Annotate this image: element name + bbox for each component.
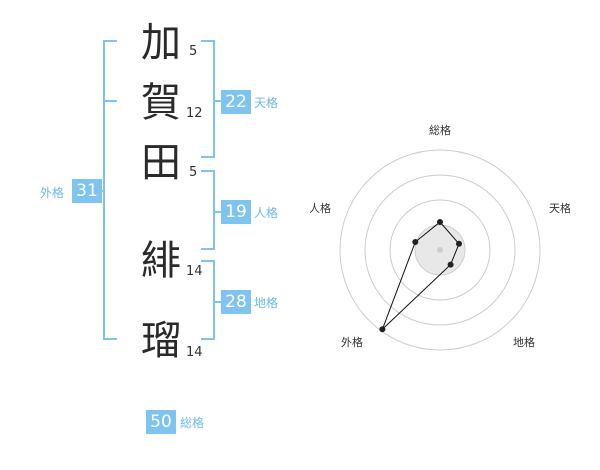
chikaku-bracket-connector: [215, 301, 223, 303]
radar-points: [379, 219, 462, 333]
radar-label-bottom-right: 地格: [513, 335, 535, 349]
radar-label-left: 人格: [310, 201, 331, 215]
name-char-1: 加: [141, 20, 181, 66]
name-char-4: 緋: [141, 238, 181, 284]
radar-center: [437, 247, 443, 253]
tenkaku-bracket: [201, 40, 215, 158]
chikaku-bracket: [201, 260, 215, 340]
radar-chart: 総格 天格 地格 外格 人格: [310, 123, 570, 351]
radar-point-soukaku: [437, 219, 443, 225]
jinkaku-bracket-connector: [215, 211, 223, 213]
chikaku-label: 地格: [254, 296, 279, 310]
radar-point-tenkaku: [456, 240, 462, 247]
jinkaku-label: 人格: [254, 206, 279, 220]
name-char-3: 田: [141, 140, 181, 186]
tenkaku-label: 天格: [254, 96, 279, 110]
tenkaku-value: 22: [221, 90, 251, 114]
chikaku-value: 28: [221, 290, 251, 314]
stroke-count-3: 5: [189, 165, 198, 180]
soukaku-value: 50: [146, 410, 176, 434]
radar-ring: [364, 174, 516, 326]
radar-label-bottom-left: 外格: [341, 335, 363, 349]
radar-ring: [339, 149, 541, 351]
radar-point-gaikaku: [379, 326, 386, 333]
radar-point-jinkaku: [412, 239, 419, 245]
gaikaku-value: 31: [72, 179, 102, 203]
soukaku-label: 総格: [180, 416, 205, 430]
name-char-5: 瑠: [141, 318, 181, 364]
stroke-count-1: 5: [189, 44, 198, 59]
radar-label-right: 天格: [549, 201, 570, 215]
name-char-2: 賀: [141, 80, 181, 126]
gaikaku-label: 外格: [40, 186, 65, 200]
stroke-count-5: 14: [186, 345, 203, 360]
stroke-count-4: 14: [186, 264, 203, 279]
tenkaku-bracket-connector: [215, 100, 223, 102]
stroke-count-2: 12: [186, 106, 203, 121]
radar-label-top: 総格: [429, 123, 451, 137]
gaikaku-bracket: [103, 40, 117, 340]
jinkaku-bracket: [201, 170, 215, 250]
jinkaku-value: 19: [221, 200, 251, 224]
radar-point-chikaku: [447, 261, 454, 268]
radar-ring: [389, 199, 491, 301]
radar-polygon: [381, 221, 460, 330]
gaikaku-bracket-tick: [103, 100, 117, 102]
